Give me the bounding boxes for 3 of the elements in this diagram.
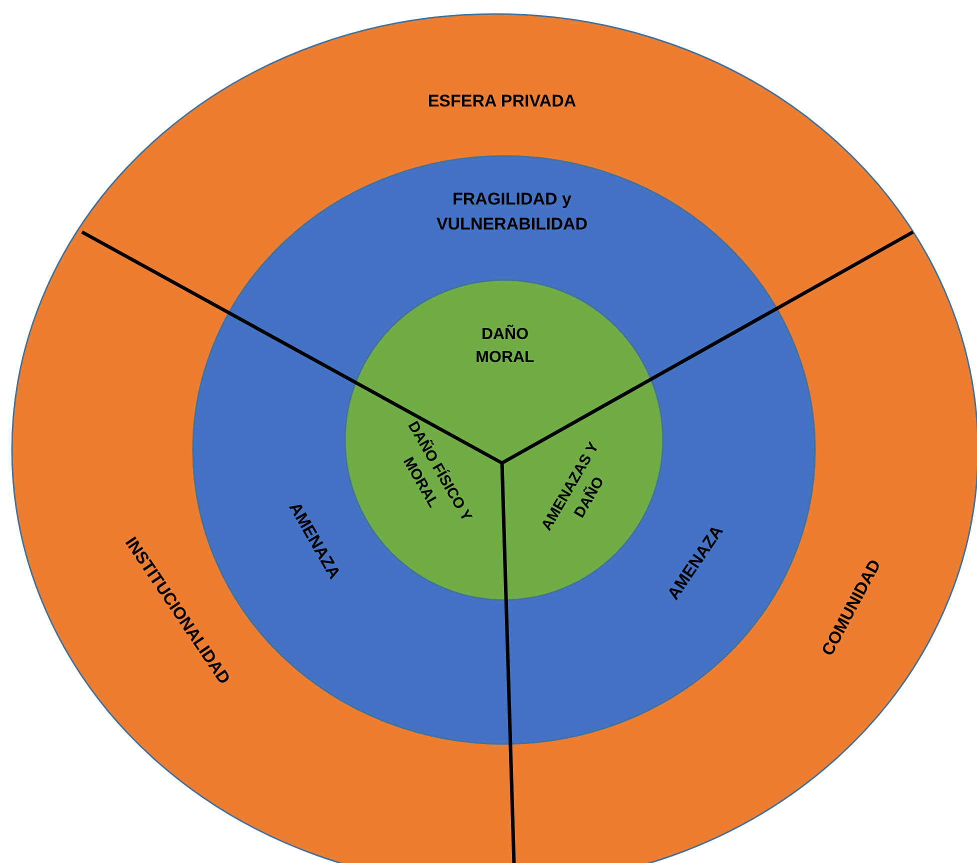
ring-title: ESFERA PRIVADA bbox=[426, 90, 578, 113]
circle-title: DAÑO MORAL bbox=[474, 324, 536, 368]
ring-title: FRAGILIDAD y VULNERABILIDAD bbox=[435, 188, 589, 235]
